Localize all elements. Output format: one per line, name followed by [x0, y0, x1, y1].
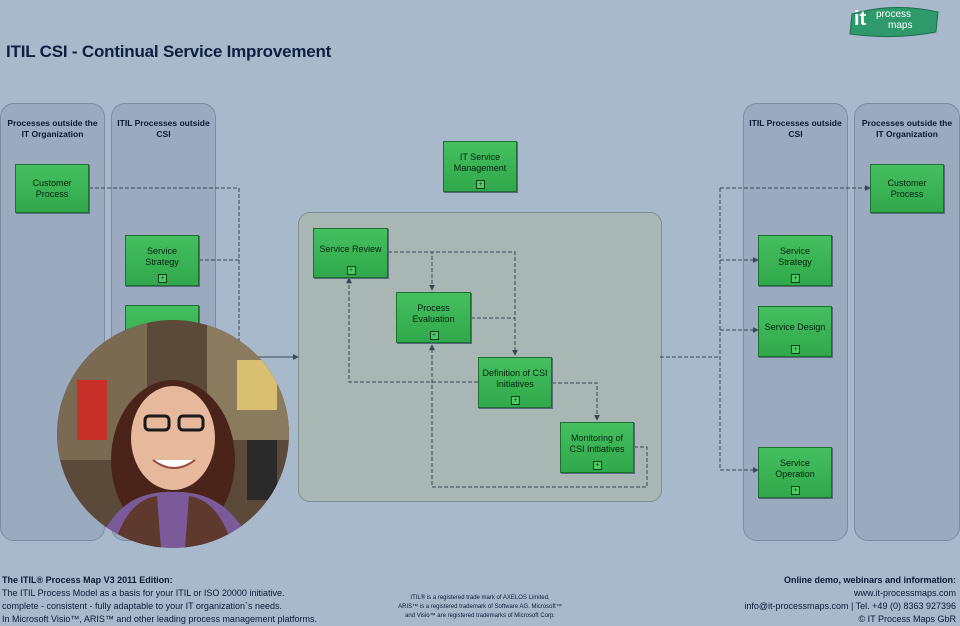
box-label: Customer Process [887, 177, 927, 199]
logo-it-text: it [854, 8, 867, 30]
flow-definition-to-review [346, 277, 478, 383]
box-service-review[interactable]: Service Review + [313, 228, 388, 278]
footer-contact[interactable]: info@it-processmaps.com | Tel. +49 (0) 8… [744, 601, 956, 611]
footer-left: The ITIL® Process Map V3 2011 Edition: T… [2, 574, 317, 626]
footer-line: and Visio™ are registered trademarks of … [405, 613, 555, 619]
box-right-service-operation[interactable]: Service Operation + [758, 447, 832, 498]
footer-right: Online demo, webinars and information: w… [744, 574, 956, 626]
box-process-evaluation[interactable]: Process Evaluation + [396, 292, 471, 343]
expand-plus-icon[interactable]: + [158, 274, 167, 283]
box-monitoring-of-csi-initiatives[interactable]: Monitoring of CSI Initiatives + [560, 422, 634, 473]
box-label: Definition of CSI Initiatives [482, 367, 548, 389]
flow-definition-to-monitoring [552, 382, 600, 421]
logo-text-maps: maps [888, 20, 913, 31]
expand-plus-icon[interactable]: + [346, 266, 356, 275]
box-label: Monitoring of CSI Initiatives [569, 432, 625, 454]
flow-customer-to-csi [89, 187, 240, 357]
box-right-service-design[interactable]: Service Design + [758, 306, 832, 357]
page-title: ITIL CSI - Continual Service Improvement [6, 42, 332, 61]
box-it-service-management[interactable]: IT Service Management + [443, 141, 517, 192]
footer-line: ARIS™ is a registered trademark of Softw… [398, 604, 562, 610]
footer-line: ITIL® is a registered trade mark of AXEL… [410, 595, 550, 601]
footer-website-link[interactable]: www.it-processmaps.com [853, 588, 956, 598]
box-right-customer-process[interactable]: Customer Process [870, 164, 944, 213]
lane-title: Processes outside the IT Organization [861, 118, 953, 139]
footer-line: The ITIL Process Model as a basis for yo… [2, 588, 285, 598]
box-label: IT Service Management [453, 151, 507, 173]
flow-review-to-definition [388, 251, 518, 356]
presenter-portrait-icon [57, 320, 289, 548]
logo-badge-icon [849, 7, 939, 38]
box-label: Service Design [764, 322, 826, 332]
expand-plus-icon[interactable]: + [791, 486, 800, 495]
flow-monitoring-to-evaluation [429, 344, 648, 488]
box-label: Service Review [319, 243, 382, 254]
logo-text-process: process [876, 9, 912, 20]
footer-copyright: © IT Process Maps GbR [858, 614, 957, 624]
lane-title: ITIL Processes outside CSI [749, 118, 842, 139]
footer-heading: Online demo, webinars and information: [783, 575, 956, 585]
box-definition-of-csi-initiatives[interactable]: Definition of CSI Initiatives + [478, 357, 552, 408]
expand-plus-icon[interactable]: + [476, 180, 485, 189]
box-label: Customer Process [32, 177, 72, 199]
presenter-photo [57, 320, 289, 548]
it-process-maps-logo[interactable]: it process maps [848, 4, 940, 38]
expand-plus-icon[interactable]: + [593, 461, 602, 470]
footer-heading: The ITIL® Process Map V3 2011 Edition: [2, 575, 173, 585]
box-label: Service Strategy [145, 245, 179, 267]
lane-title: Processes outside the IT Organization [7, 118, 98, 139]
box-label: Service Strategy [778, 245, 812, 267]
expand-plus-icon[interactable]: + [791, 345, 800, 354]
box-right-service-strategy[interactable]: Service Strategy + [758, 235, 832, 286]
footer-line: complete - consistent - fully adaptable … [2, 601, 282, 611]
footer-line: In Microsoft Visio™, ARIS™ and other lea… [2, 614, 317, 624]
flow-review-to-evaluation [388, 251, 435, 291]
expand-plus-icon[interactable]: + [429, 331, 439, 340]
box-left-customer-process[interactable]: Customer Process [15, 164, 89, 213]
box-left-service-strategy[interactable]: Service Strategy + [125, 235, 199, 286]
expand-plus-icon[interactable]: + [791, 274, 800, 283]
box-label: Service Operation [775, 457, 815, 479]
lane-title: ITIL Processes outside CSI [117, 118, 210, 139]
footer-trademarks: ITIL® is a registered trade mark of AXEL… [370, 594, 590, 621]
expand-plus-icon[interactable]: + [511, 396, 520, 405]
box-label: Process Evaluation [412, 302, 455, 324]
